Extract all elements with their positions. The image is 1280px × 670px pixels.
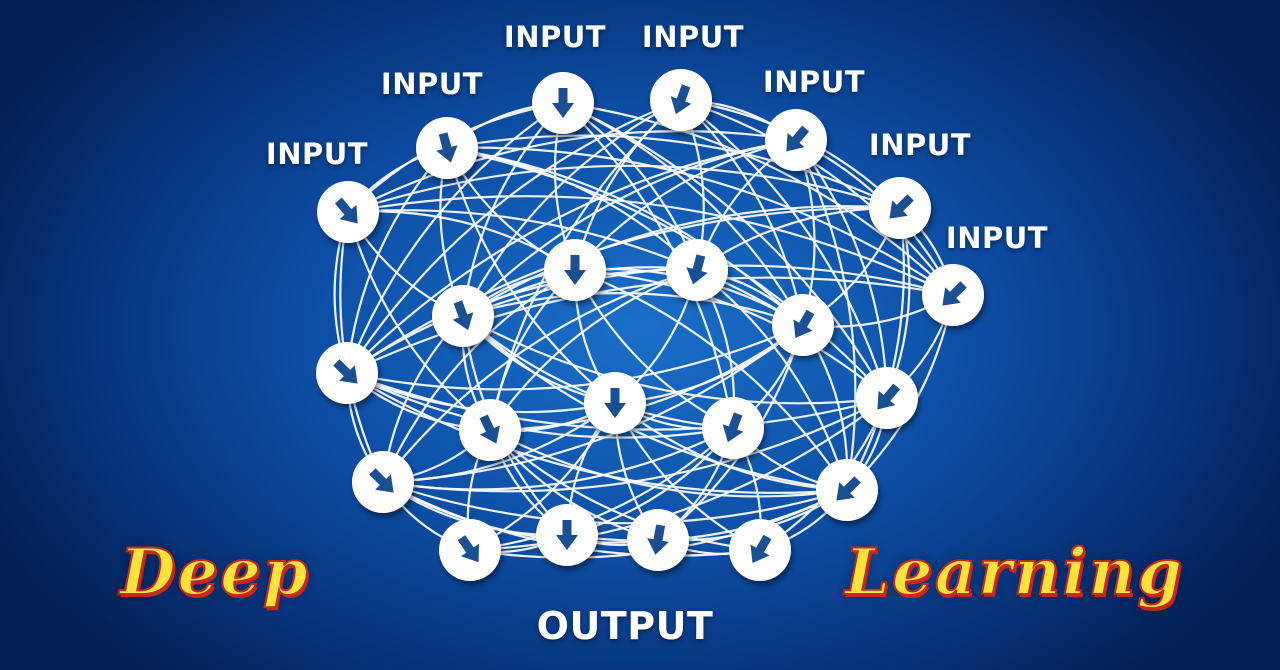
connection-line	[382, 397, 888, 493]
connection-line	[346, 268, 698, 374]
input-label-1: INPUT	[503, 20, 607, 54]
neuron-node	[869, 177, 931, 239]
connection-line	[489, 429, 848, 498]
neuron-node	[352, 451, 414, 513]
connection-line	[469, 397, 888, 552]
neuron-node	[459, 399, 521, 461]
connection-line	[489, 324, 804, 432]
neuron-node	[702, 397, 764, 459]
connection-line	[462, 315, 848, 492]
neuron-node	[729, 519, 791, 581]
neuron-node	[544, 239, 606, 301]
connection-line	[346, 276, 954, 374]
connection-line	[574, 138, 797, 271]
connection-line	[469, 427, 734, 552]
connection-line	[346, 138, 797, 374]
arrow-down-icon	[457, 535, 480, 563]
connection-line	[795, 139, 889, 399]
neuron-node	[536, 504, 598, 566]
connection-line	[574, 268, 848, 491]
neuron-node	[439, 519, 501, 581]
arrow-down-icon	[334, 197, 358, 224]
connection-line	[346, 372, 734, 439]
arrow-down-icon	[604, 388, 626, 418]
connection-line	[347, 210, 576, 271]
arrow-down-icon	[552, 88, 574, 118]
input-label-7: INPUT	[945, 221, 1049, 255]
connection-line	[346, 372, 848, 494]
connection-line	[345, 102, 564, 374]
neuron-node	[666, 239, 728, 301]
neuron-node	[532, 72, 594, 134]
connection-line	[346, 206, 901, 374]
connection-line	[462, 205, 901, 317]
arrow-down-icon	[889, 194, 914, 219]
neuron-node	[432, 285, 494, 347]
arrow-down-icon	[942, 281, 967, 306]
arrow-down-icon	[877, 383, 901, 410]
connection-line	[446, 134, 901, 209]
connection-line	[462, 315, 888, 405]
arrow-down-icon	[786, 125, 810, 152]
arrow-down-icon	[647, 524, 669, 555]
arrow-down-icon	[452, 300, 474, 331]
neuron-nodes	[316, 69, 984, 581]
arrow-down-icon	[686, 254, 708, 285]
connection-line	[381, 269, 576, 483]
arrow-down-icon	[436, 132, 458, 163]
connection-line	[382, 402, 616, 484]
connection-line	[446, 146, 804, 326]
arrow-down-icon	[793, 309, 815, 338]
arrow-down-icon	[369, 468, 394, 493]
title-deep: Deep	[119, 534, 310, 611]
connection-line	[347, 209, 804, 326]
neuron-node	[765, 109, 827, 171]
connection-line	[680, 98, 954, 296]
input-label-6: INPUT	[868, 128, 972, 162]
connection-line	[446, 146, 888, 399]
input-label-4: INPUT	[762, 65, 866, 99]
connection-line	[696, 269, 849, 491]
connection-line	[346, 323, 804, 391]
neuron-node	[416, 117, 478, 179]
input-label-5: INPUT	[265, 137, 369, 171]
neuron-node	[650, 69, 712, 131]
neuron-node	[856, 367, 918, 429]
connection-line	[382, 480, 848, 525]
connection-line	[347, 164, 901, 214]
neuron-node	[316, 342, 378, 404]
connection-line	[462, 292, 804, 327]
arrow-down-icon	[836, 476, 861, 501]
neuron-node	[317, 181, 379, 243]
output-label: OUTPUT	[536, 604, 714, 648]
arrow-down-icon	[722, 412, 744, 443]
input-label-2: INPUT	[641, 20, 745, 54]
arrow-down-icon	[670, 84, 692, 115]
arrow-down-icon	[556, 520, 578, 550]
neuron-node	[816, 459, 878, 521]
connection-line	[846, 207, 905, 491]
neuron-node	[627, 509, 689, 571]
connection-line	[566, 489, 848, 542]
connection-line	[345, 147, 448, 374]
connection-line	[382, 268, 698, 483]
connection-line	[614, 402, 848, 492]
arrow-down-icon	[750, 534, 772, 563]
connection-line	[489, 268, 698, 431]
connection-line	[680, 99, 805, 326]
arrow-down-icon	[479, 414, 500, 444]
neuron-node	[772, 294, 834, 356]
connection-line	[347, 130, 797, 213]
arrow-down-icon	[564, 255, 586, 285]
connection-line	[462, 99, 682, 317]
neuron-node	[922, 264, 984, 326]
connection-line	[489, 429, 761, 552]
title-learning: Learning	[844, 534, 1185, 611]
input-label-3: INPUT	[380, 67, 484, 101]
arrow-down-icon	[333, 359, 358, 384]
neuron-node	[584, 372, 646, 434]
